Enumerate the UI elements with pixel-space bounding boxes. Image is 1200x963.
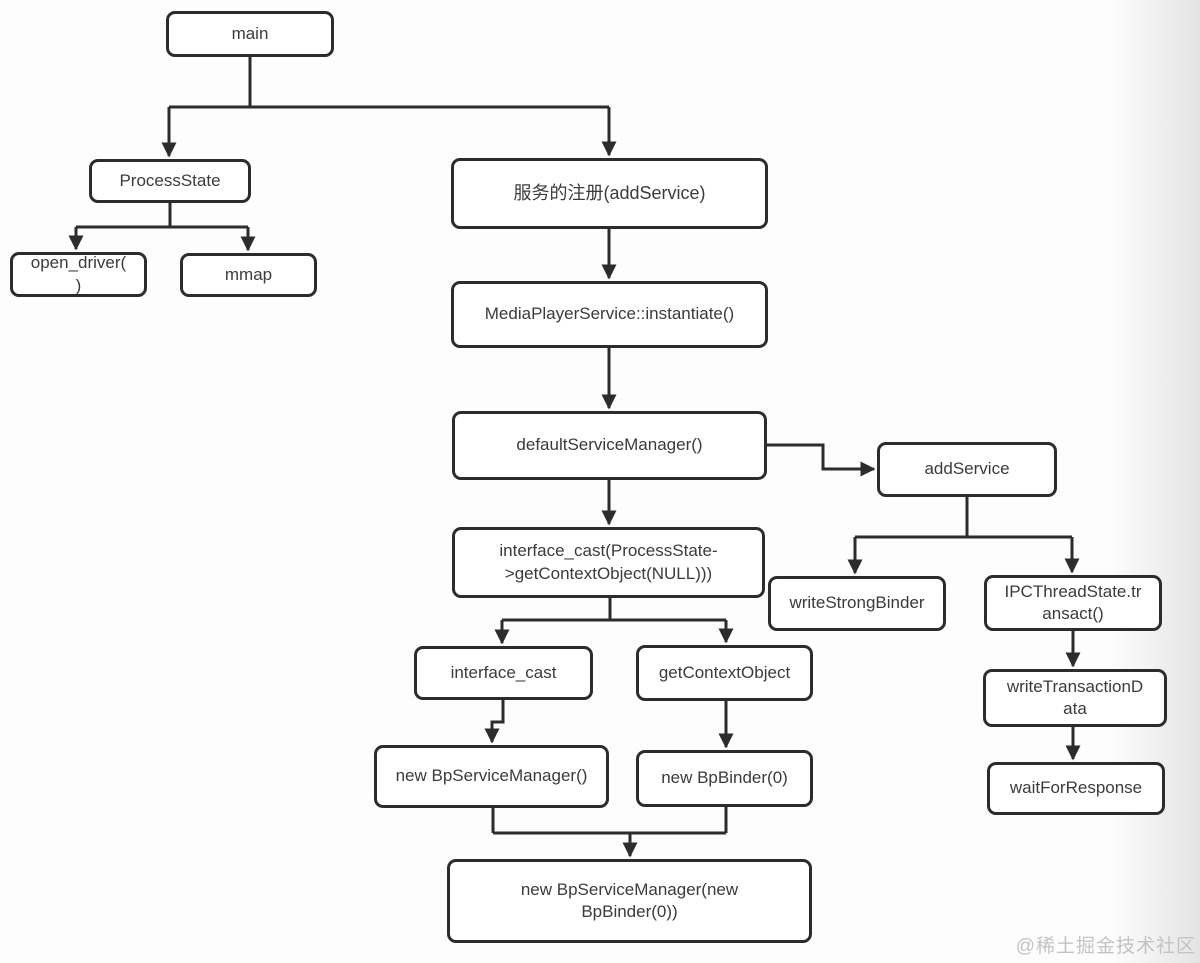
node-new-bp-service-manager-new-bp-binder: new BpServiceManager(new BpBinder(0)) bbox=[447, 859, 812, 943]
connector-processstate-branch bbox=[76, 203, 248, 229]
node-ipc-thread-state-transact: IPCThreadState.tr ansact() bbox=[984, 575, 1162, 631]
node-write-transaction-data: writeTransactionD ata bbox=[983, 669, 1167, 727]
connector-main-branch bbox=[169, 57, 609, 109]
node-wait-for-response: waitForResponse bbox=[987, 762, 1165, 815]
connector-interfacecastfull-branch bbox=[502, 598, 726, 622]
node-main: main bbox=[166, 11, 334, 57]
node-service-register: 服务的注册(addService) bbox=[451, 158, 768, 229]
node-open-driver: open_driver( ) bbox=[10, 252, 147, 297]
connector-addservice-branch bbox=[855, 497, 1072, 539]
connector-defaultservicemanager-addservice bbox=[767, 443, 876, 477]
node-write-strong-binder: writeStrongBinder bbox=[768, 576, 946, 631]
node-media-player-service-instantiate: MediaPlayerService::instantiate() bbox=[451, 281, 768, 348]
node-default-service-manager: defaultServiceManager() bbox=[452, 411, 767, 480]
watermark-juejin: @稀土掘金技术社区 bbox=[1015, 936, 1196, 957]
node-new-bp-binder: new BpBinder(0) bbox=[636, 750, 813, 807]
node-process-state: ProcessState bbox=[89, 159, 251, 203]
node-get-context-object: getContextObject bbox=[636, 645, 813, 701]
node-interface-cast: interface_cast bbox=[414, 646, 593, 700]
node-interface-cast-full: interface_cast(ProcessState- >getContext… bbox=[452, 527, 765, 598]
connector-interfacecast-newbpservicemanager bbox=[484, 700, 505, 744]
connector-merge-branch bbox=[491, 807, 728, 835]
node-mmap: mmap bbox=[180, 253, 317, 297]
node-new-bp-service-manager: new BpServiceManager() bbox=[374, 745, 609, 808]
node-add-service: addService bbox=[877, 442, 1057, 497]
